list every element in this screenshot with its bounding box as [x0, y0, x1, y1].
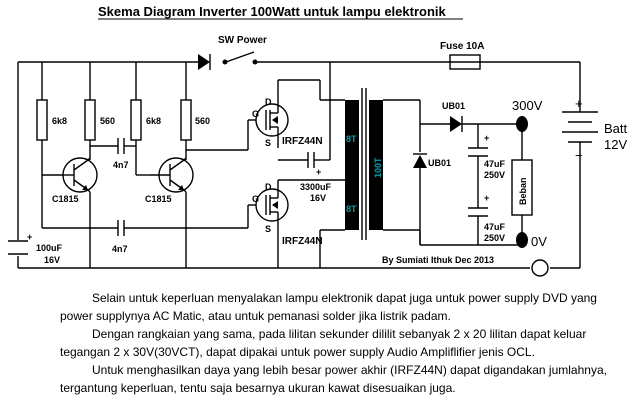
capacitor-47uf-top [468, 124, 488, 208]
gate-wires [186, 119, 262, 228]
c-bottom-label: 4n7 [112, 244, 128, 254]
resistor-r2 [84, 62, 96, 160]
c47-2-value: 47uF [484, 222, 506, 232]
mosfet-top [255, 79, 320, 148]
r1-label: 6k8 [52, 116, 67, 126]
diagram-title: Skema Diagram Inverter 100Watt untuk lam… [98, 4, 447, 19]
c47-2-plus: + [484, 193, 489, 203]
fuse [449, 54, 481, 70]
mosfet-bottom-source: S [265, 224, 271, 234]
battery [562, 111, 598, 150]
mosfet-bottom-gate: G [252, 194, 259, 204]
description-paragraph-1: Selain untuk keperluan menyalakan lampu … [60, 291, 597, 323]
r3-label: 6k8 [146, 116, 161, 126]
v-zero-label: 0V [531, 234, 547, 249]
capacitor-47uf-bottom [468, 207, 488, 245]
mosfet-top-gate: G [252, 109, 259, 119]
c100-value: 100uF [36, 243, 63, 253]
mosfet-top-drain: D [265, 97, 272, 107]
positive-rail [17, 61, 581, 240]
c47-1-voltage: 250V [484, 170, 505, 180]
secondary-label: 100T [373, 157, 383, 178]
mosfet-top-label: IRFZ44N [282, 136, 323, 147]
inverter-schematic: Skema Diagram Inverter 100Watt untuk lam… [8, 4, 628, 277]
v-out-label: 300V [512, 98, 543, 113]
resistor-r4 [180, 62, 192, 160]
c47-2-voltage: 250V [484, 233, 505, 243]
primary-top-label: 8T [346, 134, 357, 144]
mosfet-bottom [255, 179, 345, 268]
c100-plus: + [27, 232, 32, 242]
primary-bottom-label: 8T [346, 204, 357, 214]
description-paragraph-2: Dengan rangkaian yang sama, pada lilitan… [60, 327, 587, 359]
c-top-label: 4n7 [113, 160, 129, 170]
fuse-label: Fuse 10A [440, 41, 484, 52]
c3300-voltage: 16V [310, 193, 326, 203]
r2-label: 560 [100, 116, 115, 126]
switch-label: SW Power [218, 35, 267, 46]
resistor-r1 [36, 62, 62, 176]
load-label: Beban [518, 177, 528, 205]
battery-label: Batt [604, 121, 628, 136]
power-diode [198, 54, 211, 70]
c47-1-value: 47uF [484, 159, 506, 169]
battery-plus: + [575, 96, 583, 111]
c3300-plus: + [316, 167, 321, 177]
terminal-0v [516, 232, 528, 248]
diode1-label: UB01 [442, 101, 465, 111]
battery-voltage: 12V [604, 137, 627, 152]
description-text: Selain untuk keperluan menyalakan lampu … [60, 289, 632, 397]
capacitor-100uf [8, 240, 28, 255]
transistor-q1 [62, 157, 98, 268]
transformer [319, 80, 421, 268]
c100-voltage: 16V [44, 255, 60, 265]
mosfet-bottom-label: IRFZ44N [282, 236, 323, 247]
capacitor-3300uf [278, 62, 331, 168]
q1-label: C1815 [52, 194, 79, 204]
battery-minus: − [575, 148, 583, 163]
q2-label: C1815 [145, 194, 172, 204]
transistor-q2 [150, 157, 194, 268]
c3300-value: 3300uF [300, 182, 332, 192]
power-switch [222, 51, 258, 65]
ground-rail [17, 150, 581, 277]
mosfet-bottom-drain: D [265, 182, 272, 192]
capacitor-c-bottom [41, 175, 248, 236]
diode-ub01-bottom [413, 124, 522, 246]
description-paragraph-3: Untuk menghasilkan daya yang lebih besar… [60, 363, 607, 395]
mosfet-top-source: S [265, 138, 271, 148]
diode2-label: UB01 [428, 158, 451, 168]
capacitor-c-top [90, 138, 136, 154]
r4-label: 560 [195, 116, 210, 126]
credit-label: By Sumiati Ithuk Dec 2013 [382, 255, 494, 265]
diode-ub01-top [420, 116, 522, 132]
terminal-300v [516, 116, 528, 132]
c47-1-plus: + [484, 133, 489, 143]
